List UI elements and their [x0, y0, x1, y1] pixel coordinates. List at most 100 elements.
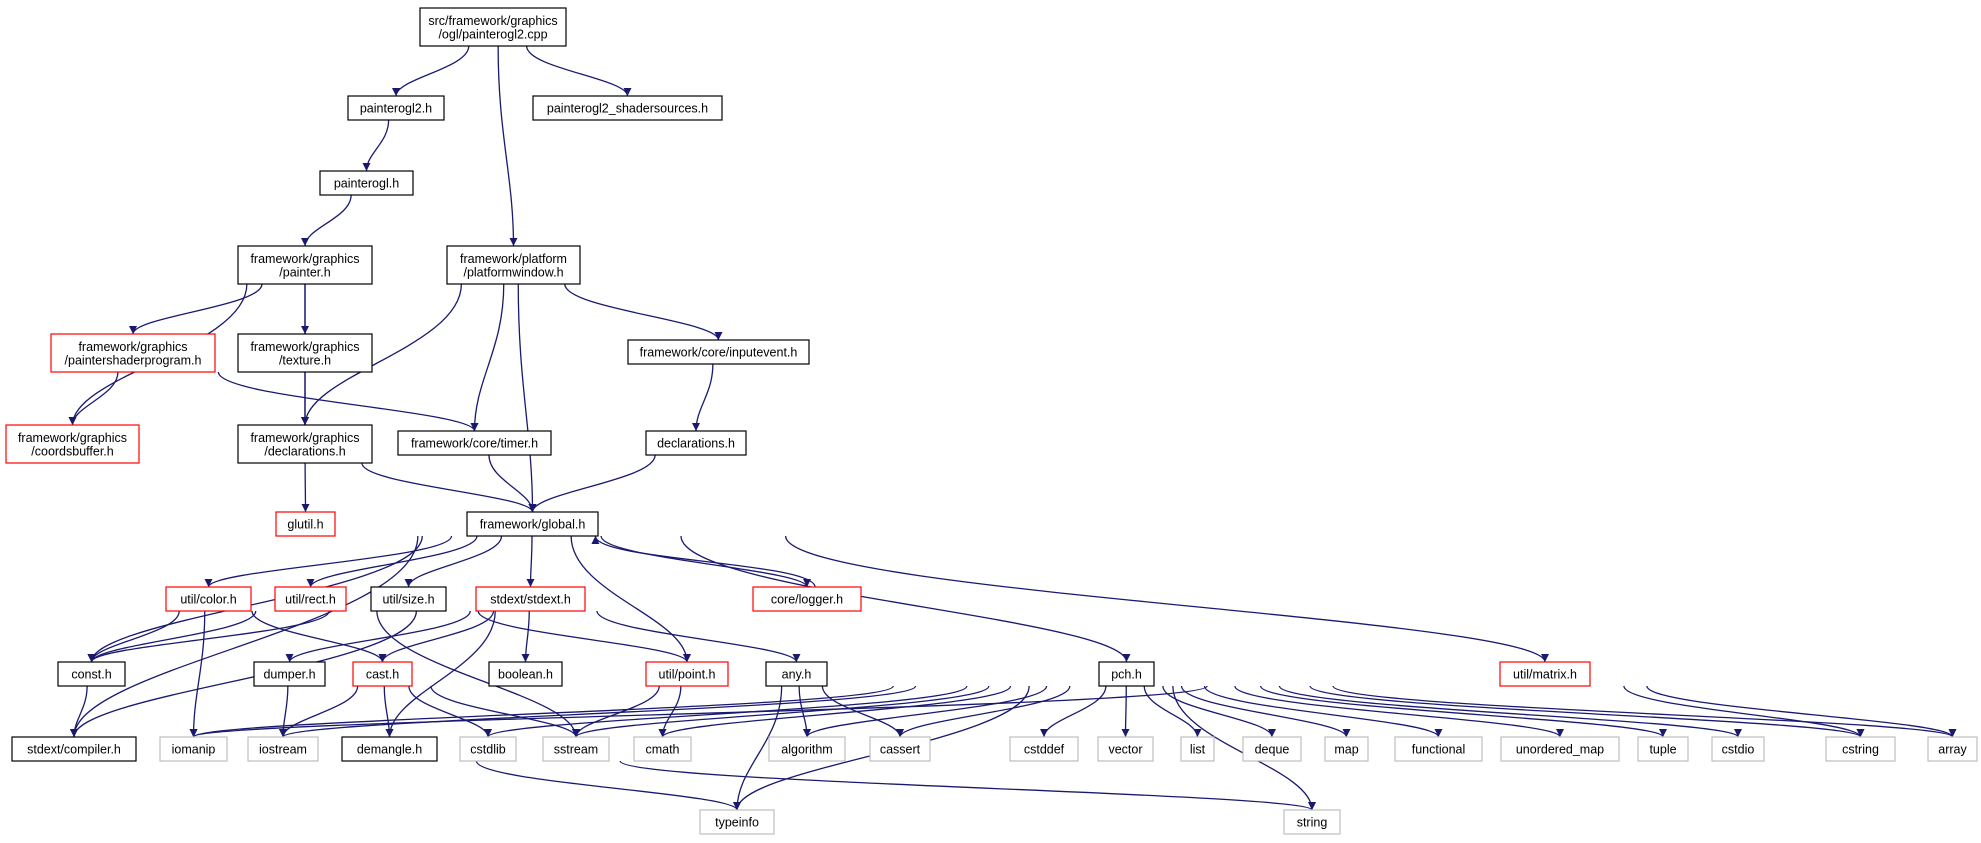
edge-global-h-to-rect-h [306, 535, 478, 588]
node-coordsbuffer-h[interactable]: framework/graphics/coordsbuffer.h [5, 424, 140, 464]
node-cmath[interactable]: cmath [633, 736, 692, 762]
node-cstdlib[interactable]: cstdlib [459, 736, 517, 762]
node-label: framework/graphics [250, 431, 359, 445]
node-sstream[interactable]: sstream [542, 736, 610, 762]
node-point-h[interactable]: util/point.h [645, 661, 729, 687]
node-cassert[interactable]: cassert [869, 736, 931, 762]
node-label: deque [1255, 743, 1290, 757]
edge-stdext-h-to-dumper-h [285, 610, 471, 663]
node-label: typeinfo [715, 816, 759, 830]
node-label: src/framework/graphics [428, 14, 557, 28]
node-label: painterogl2_shadersources.h [547, 102, 708, 116]
node-unordered-map[interactable]: unordered_map [1500, 736, 1620, 762]
node-map[interactable]: map [1324, 736, 1369, 762]
node-label: cstdio [1722, 743, 1755, 757]
node-box [765, 661, 828, 687]
node-list[interactable]: list [1180, 736, 1215, 762]
node-iomanip[interactable]: iomanip [159, 736, 228, 762]
edge-cast-h-to-sstream [430, 685, 580, 738]
node-box [319, 170, 414, 196]
edge-pch-h-to-list [1143, 685, 1202, 738]
node-cstddef[interactable]: cstddef [1009, 736, 1079, 762]
edge-inputevent-h-to-declarations-h [692, 363, 714, 432]
node-const-h[interactable]: const.h [57, 661, 126, 687]
node-pch-h[interactable]: pch.h [1098, 661, 1155, 687]
node-inputevent-h[interactable]: framework/core/inputevent.h [627, 339, 810, 365]
node-root[interactable]: src/framework/graphics/ogl/painterogl2.c… [419, 7, 567, 47]
edge-pch-h-to-cstddef [1040, 685, 1107, 738]
edge-stdext-h-to-demangle-h [385, 610, 496, 738]
node-label: vector [1108, 743, 1142, 757]
node-gdeclarations-h[interactable]: framework/graphics/declarations.h [237, 424, 373, 464]
edge-gdeclarations-h-to-global-h [361, 462, 537, 513]
node-texture-h[interactable]: framework/graphics/texture.h [237, 333, 373, 373]
node-paintershaderprogram-h[interactable]: framework/graphics/paintershaderprogram.… [50, 333, 216, 373]
node-rect-h[interactable]: util/rect.h [274, 586, 347, 612]
node-label: tuple [1649, 743, 1676, 757]
node-label: framework/platform [460, 252, 567, 266]
node-box [1324, 736, 1369, 762]
edge-point-h-to-cmath [658, 685, 682, 738]
node-platformwindow-h[interactable]: framework/platform/platformwindow.h [446, 245, 581, 285]
node-box [159, 736, 228, 762]
node-label: cassert [880, 743, 921, 757]
node-label: any.h [782, 668, 812, 682]
node-label: /texture.h [279, 353, 331, 367]
node-cstring[interactable]: cstring [1825, 736, 1896, 762]
node-label: util/color.h [180, 593, 236, 607]
node-dumper-h[interactable]: dumper.h [253, 661, 326, 687]
node-painterogl-h[interactable]: painterogl.h [319, 170, 414, 196]
node-label: string [1297, 816, 1328, 830]
edge-global-h-to-size-h [404, 535, 503, 588]
node-painter-h[interactable]: framework/graphics/painter.h [237, 245, 373, 285]
node-cstdio[interactable]: cstdio [1711, 736, 1765, 762]
edge-paintershaderprogram-h-to-timer-h [217, 371, 479, 432]
node-size-h[interactable]: util/size.h [370, 586, 447, 612]
node-label: framework/graphics [78, 340, 187, 354]
node-timer-h[interactable]: framework/core/timer.h [397, 430, 552, 456]
edge-pch-h-to-array [1332, 685, 1957, 738]
node-cast-h[interactable]: cast.h [352, 661, 413, 687]
node-label: cmath [645, 743, 679, 757]
node-box [347, 95, 445, 121]
node-shadersources-h[interactable]: painterogl2_shadersources.h [532, 95, 723, 121]
edge-pch-h-to-deque [1162, 685, 1276, 738]
node-painterogl2-h[interactable]: painterogl2.h [347, 95, 445, 121]
node-box [1637, 736, 1689, 762]
node-typeinfo[interactable]: typeinfo [699, 809, 775, 835]
node-box [1825, 736, 1896, 762]
node-deque[interactable]: deque [1242, 736, 1302, 762]
node-string[interactable]: string [1283, 809, 1341, 835]
node-box [1097, 736, 1154, 762]
node-glutil-h[interactable]: glutil.h [275, 511, 336, 537]
node-compiler-h[interactable]: stdext/compiler.h [11, 736, 137, 762]
node-boolean-h[interactable]: boolean.h [488, 661, 563, 687]
node-algorithm[interactable]: algorithm [768, 736, 846, 762]
node-logger-h[interactable]: core/logger.h [752, 586, 862, 612]
node-matrix-h[interactable]: util/matrix.h [1499, 661, 1591, 687]
node-label: declarations.h [657, 437, 735, 451]
node-demangle-h[interactable]: demangle.h [341, 736, 438, 762]
node-functional[interactable]: functional [1394, 736, 1483, 762]
edge-size-h-to-const-h [87, 610, 330, 663]
node-box [253, 661, 326, 687]
node-global-h[interactable]: framework/global.h [466, 511, 599, 537]
node-label: iostream [259, 743, 307, 757]
node-label: demangle.h [357, 743, 422, 757]
node-iostream[interactable]: iostream [247, 736, 319, 762]
node-declarations-h[interactable]: declarations.h [645, 430, 747, 456]
edge-matrix-h-to-array [1646, 685, 1957, 738]
node-array[interactable]: array [1927, 736, 1978, 762]
node-any-h[interactable]: any.h [765, 661, 828, 687]
node-label: /paintershaderprogram.h [65, 353, 202, 367]
edge-pch-h-to-cstdlib [484, 685, 968, 738]
node-box [869, 736, 931, 762]
node-color-h[interactable]: util/color.h [165, 586, 252, 612]
node-vector[interactable]: vector [1097, 736, 1154, 762]
node-tuple[interactable]: tuple [1637, 736, 1689, 762]
node-label: glutil.h [287, 518, 323, 532]
node-stdext-h[interactable]: stdext/stdext.h [475, 586, 586, 612]
node-box [633, 736, 692, 762]
node-box [1499, 661, 1591, 687]
node-box [699, 809, 775, 835]
